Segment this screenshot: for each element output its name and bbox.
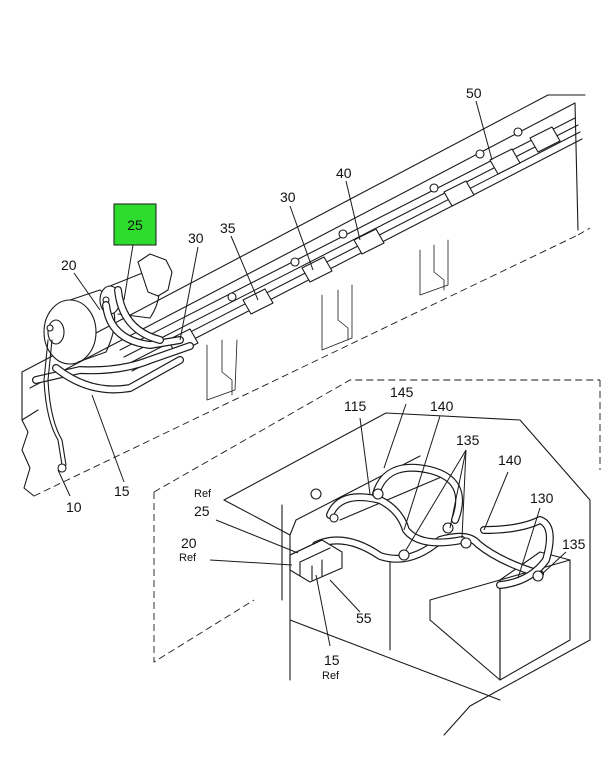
callout-135-right[interactable]: 135	[562, 536, 586, 552]
leader-lines	[57, 100, 567, 647]
callout-135-top[interactable]: 135	[456, 432, 480, 448]
callout-40[interactable]: 40	[336, 165, 352, 181]
callout-145[interactable]: 145	[390, 384, 414, 400]
callout-55[interactable]: 55	[356, 610, 372, 626]
clamp-40	[353, 228, 385, 255]
clamp-35	[242, 288, 274, 315]
callout-15-ref[interactable]: 15	[324, 652, 340, 668]
callout-10[interactable]: 10	[66, 499, 82, 515]
callout-30-mid[interactable]: 30	[280, 189, 296, 205]
starter-cables	[32, 286, 194, 473]
callout-20-ref[interactable]: 20	[181, 535, 197, 551]
callout-115[interactable]: 115	[344, 398, 367, 414]
callout-20-ref-label: Ref	[179, 552, 197, 564]
frame-rail	[21, 94, 591, 497]
clamp-50	[489, 148, 521, 175]
battery-cables	[310, 463, 554, 589]
clamp-30-mid	[301, 256, 333, 283]
callout-25-highlight[interactable]: 25	[127, 217, 143, 233]
callout-140-right[interactable]: 140	[498, 452, 522, 468]
battery-box	[153, 379, 601, 736]
callout-15[interactable]: 15	[114, 483, 130, 499]
callout-20[interactable]: 20	[61, 257, 77, 273]
clamp-mid-right	[443, 180, 475, 207]
callout-30-left[interactable]: 30	[188, 230, 204, 246]
callout-140-top[interactable]: 140	[430, 398, 454, 414]
callout-labels: 25 30 35 30 40 50 20 15 10 115 145 140 1…	[61, 85, 586, 682]
callout-15-ref-label: Ref	[322, 670, 340, 682]
callout-35[interactable]: 35	[220, 220, 236, 236]
clamp-end	[529, 126, 561, 153]
callout-130[interactable]: 130	[530, 490, 554, 506]
highlight-callout-box[interactable]	[113, 203, 157, 246]
callout-25-ref-label: Ref	[194, 488, 212, 500]
callout-50[interactable]: 50	[466, 85, 482, 101]
callout-25-ref[interactable]: 25	[194, 503, 210, 519]
